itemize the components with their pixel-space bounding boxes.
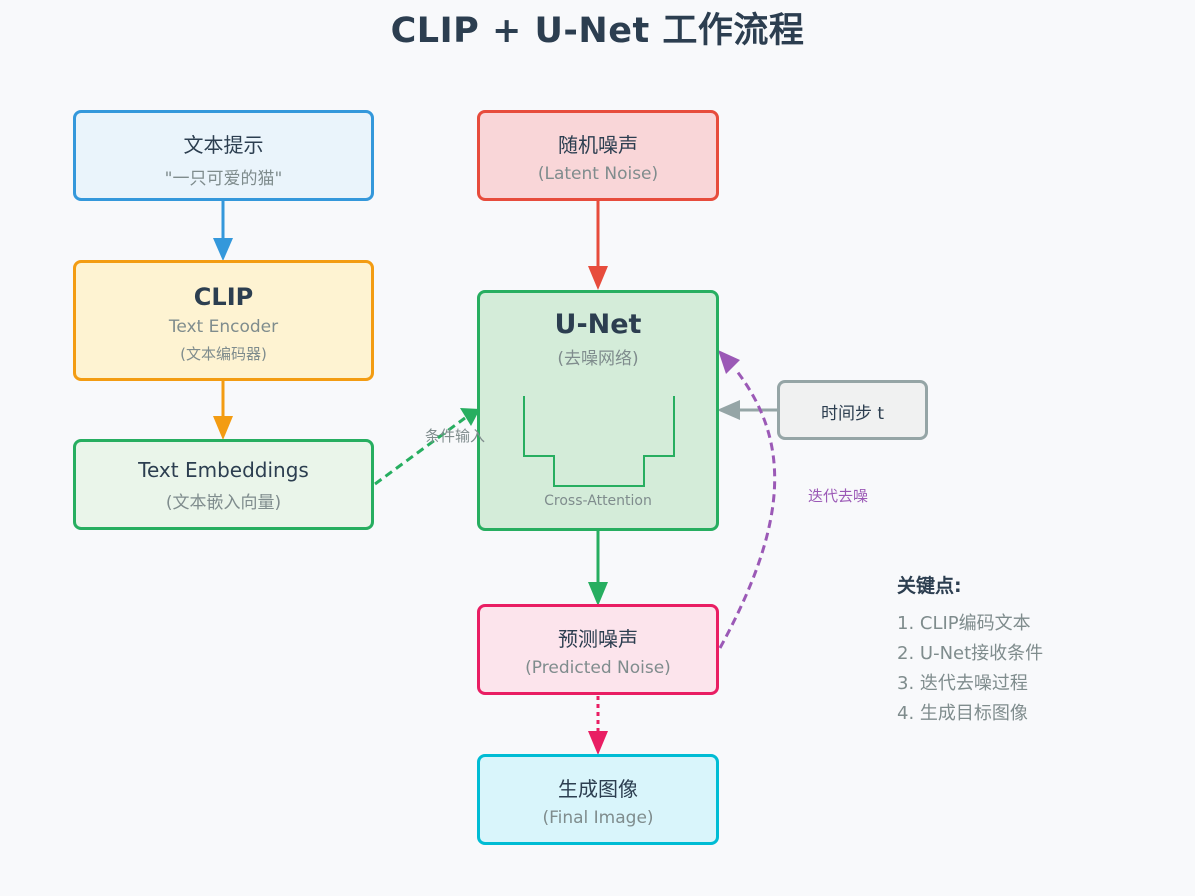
node-timestep: 时间步 t xyxy=(777,380,928,440)
node-unet-sub: (去噪网络) xyxy=(557,349,639,369)
node-text-embeddings: Text Embeddings (文本嵌入向量) xyxy=(73,439,374,530)
node-embeddings-label: Text Embeddings xyxy=(138,458,309,482)
arrow-timestep-to-unet xyxy=(717,400,777,420)
unet-shape-icon xyxy=(523,396,675,487)
node-unet-label: U-Net xyxy=(554,309,642,340)
node-embeddings-sub: (文本嵌入向量) xyxy=(165,493,282,513)
node-text-prompt-label: 文本提示 xyxy=(183,133,264,157)
node-clip: CLIP Text Encoder (文本编码器) xyxy=(73,260,374,381)
arrow-iterative-loop xyxy=(718,350,777,649)
arrow-prompt-to-clip xyxy=(213,201,233,261)
key-points-title: 关键点: xyxy=(897,575,962,597)
arrow-embeddings-to-unet xyxy=(374,408,480,486)
node-unet-inner-label: Cross-Attention xyxy=(544,493,652,509)
key-point-item: 4. 生成目标图像 xyxy=(897,703,1028,724)
arrow-predicted-to-final xyxy=(588,696,608,755)
node-predicted-sub: (Predicted Noise) xyxy=(525,658,671,678)
key-point-item: 3. 迭代去噪过程 xyxy=(897,673,1028,694)
node-final-label: 生成图像 xyxy=(558,777,638,801)
node-random-noise: 随机噪声 (Latent Noise) xyxy=(477,110,719,201)
node-unet: U-Net (去噪网络) Cross-Attention xyxy=(477,290,719,531)
arrow-noise-to-unet xyxy=(588,201,608,290)
node-final-sub: (Final Image) xyxy=(542,808,654,828)
node-predicted-noise: 预测噪声 (Predicted Noise) xyxy=(477,604,719,695)
diagram-title: CLIP + U-Net 工作流程 xyxy=(390,11,805,51)
node-clip-sub2: (文本编码器) xyxy=(180,345,267,363)
node-noise-label: 随机噪声 xyxy=(558,133,638,157)
arrow-clip-to-embeddings xyxy=(213,381,233,440)
node-predicted-label: 预测噪声 xyxy=(558,627,638,651)
edge-label-condition-input: 条件输入 xyxy=(425,427,486,445)
node-final-image: 生成图像 (Final Image) xyxy=(477,754,719,845)
node-timestep-label: 时间步 t xyxy=(820,404,885,424)
arrow-unet-to-predicted xyxy=(588,531,608,606)
key-point-item: 1. CLIP编码文本 xyxy=(897,613,1031,634)
node-text-prompt-sub: "一只可爱的猫" xyxy=(164,169,283,189)
node-text-prompt: 文本提示 "一只可爱的猫" xyxy=(73,110,374,201)
node-clip-sub: Text Encoder xyxy=(168,317,279,337)
key-point-item: 2. U-Net接收条件 xyxy=(897,643,1044,664)
node-clip-label: CLIP xyxy=(193,283,254,311)
edge-label-iterative-denoise: 迭代去噪 xyxy=(808,487,869,505)
node-noise-sub: (Latent Noise) xyxy=(537,164,659,184)
